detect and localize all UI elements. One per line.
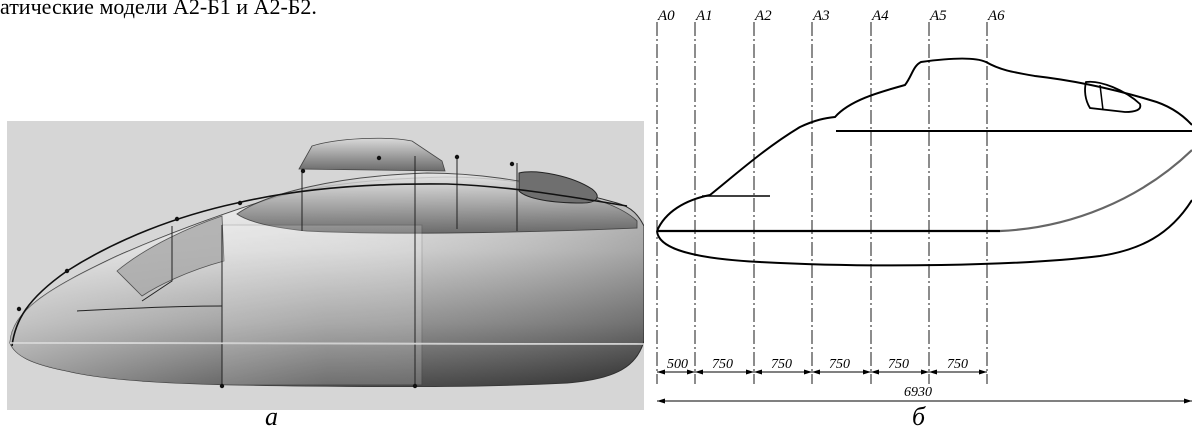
centerline-grey bbox=[999, 149, 1192, 233]
dim-segment-5: 750 bbox=[888, 357, 909, 372]
engine-hump bbox=[298, 137, 446, 172]
section-label-a4: A4 bbox=[871, 8, 889, 24]
caption-b: б bbox=[912, 402, 926, 431]
surface-model-render bbox=[7, 121, 644, 410]
dimension-arrows bbox=[657, 369, 1192, 404]
fuselage-outline bbox=[656, 57, 1192, 267]
control-points bbox=[16, 154, 515, 389]
dim-segment-3: 750 bbox=[771, 357, 792, 372]
dim-segment-4: 750 bbox=[829, 357, 850, 372]
caption-a: а bbox=[265, 402, 278, 431]
section-label-a3: A3 bbox=[812, 8, 830, 24]
dim-total: 6930 bbox=[904, 385, 932, 400]
section-label-a1: A1 bbox=[695, 8, 713, 24]
dim-segment-6: 750 bbox=[947, 357, 968, 372]
dim-segment-1: 500 bbox=[667, 357, 688, 372]
side-window-outline bbox=[1084, 80, 1142, 113]
section-label-a2: A2 bbox=[754, 8, 772, 24]
technical-drawing: A0 A1 A2 A3 A4 A5 A6 500 750 750 750 bbox=[656, 8, 1192, 404]
section-label-a6: A6 bbox=[987, 8, 1005, 24]
wireframe-curve bbox=[11, 183, 628, 347]
section-label-a0: A0 bbox=[657, 8, 675, 24]
section-labels: A0 A1 A2 A3 A4 A5 A6 bbox=[657, 8, 1005, 24]
dimension-values: 500 750 750 750 750 750 6930 bbox=[667, 357, 968, 400]
dim-segment-2: 750 bbox=[712, 357, 733, 372]
section-lines bbox=[76, 156, 518, 386]
section-dashdot-lines bbox=[656, 22, 988, 384]
windshield bbox=[116, 215, 225, 297]
section-label-a5: A5 bbox=[929, 8, 947, 24]
side-window bbox=[518, 171, 598, 204]
intro-text: атические модели А2-Б1 и А2-Б2. bbox=[0, 0, 317, 19]
door-panel bbox=[221, 224, 423, 386]
